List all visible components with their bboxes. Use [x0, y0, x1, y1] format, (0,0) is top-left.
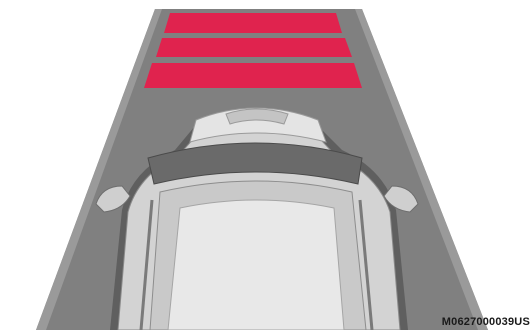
figure-code-label: M0627000039US [442, 316, 530, 328]
roof-panel [168, 200, 344, 330]
detection-zones [144, 13, 362, 88]
detection-zone-far [164, 13, 342, 33]
detection-zone-middle [156, 38, 352, 57]
detection-zone-near [144, 63, 362, 88]
